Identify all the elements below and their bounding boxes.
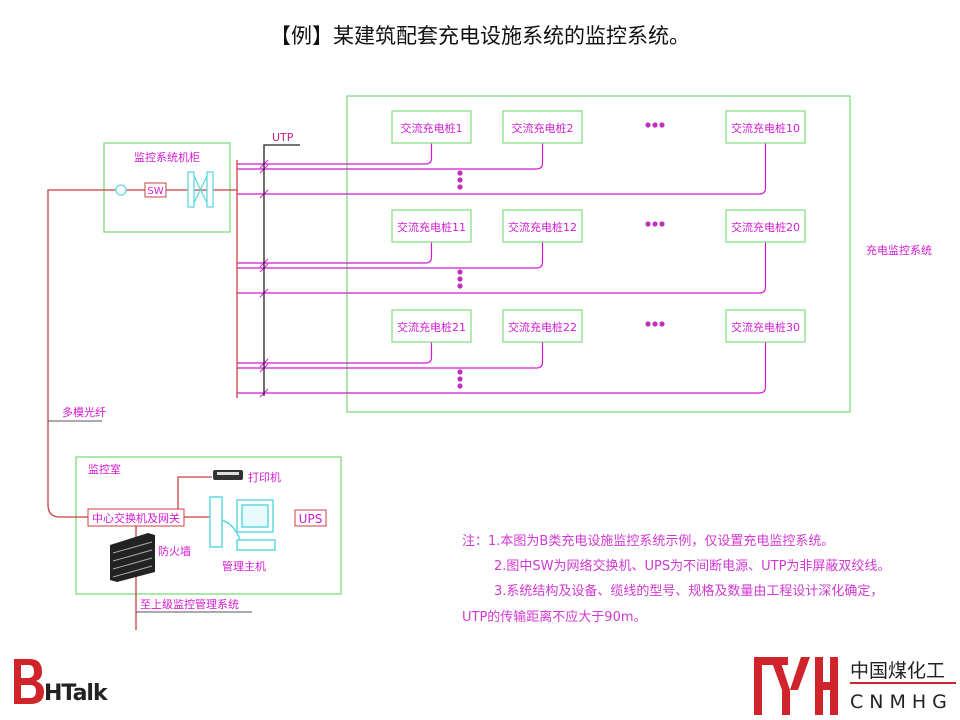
charger-row: 交流充电桩11 交流充电桩12 交流充电桩20: [237, 209, 806, 298]
ups-box: [294, 509, 327, 527]
utp-cable: [237, 143, 767, 195]
note-4: UTP的传输距离不应大于90m。: [462, 609, 647, 625]
ellipsis-dot: [457, 283, 463, 289]
charger-label: 交流充电桩21: [397, 320, 466, 334]
ellipsis-dot: [457, 369, 463, 375]
center-switch: [87, 508, 185, 527]
uplink-label: 至上级监控管理系统: [140, 597, 239, 611]
center-switch-label: 中心交换机及网关: [92, 511, 180, 525]
ellipsis-dot: [659, 221, 665, 227]
printer-label: 打印机: [248, 470, 281, 484]
charger-box: [725, 209, 806, 243]
note-2: 2.图中SW为网络交换机、UPS为不间断电源、UTP为非屏蔽双绞线。: [494, 558, 890, 574]
computer-icon: [209, 496, 276, 551]
utp-cable: [237, 242, 544, 269]
note-1: 注：1.本图为B类充电设施监控系统示例，仅设置充电监控系统。: [462, 533, 834, 549]
charger-label: 交流充电桩2: [512, 121, 574, 135]
bhtalk-logo: HTalk: [14, 659, 110, 706]
ellipsis-dot: [652, 122, 658, 128]
ellipsis-dot: [652, 321, 658, 327]
charger-box: [391, 309, 472, 343]
ellipsis-dot: [457, 383, 463, 389]
charger-rows: 交流充电桩1 交流充电桩2 交流充电桩10 交流充电桩11 交流充电桩12 交流充电桩20…: [237, 110, 806, 398]
ellipsis-dot: [659, 122, 665, 128]
cnmhg-en: CNMHG: [850, 691, 953, 713]
ellipsis-dot: [645, 321, 651, 327]
charger-box: [502, 110, 583, 144]
charger-box: [502, 209, 583, 243]
ellipsis-dot: [457, 170, 463, 176]
fiber-line: [47, 189, 237, 505]
utp-cable: [237, 143, 544, 170]
page-title: 【例】某建筑配套充电设施系统的监控系统。: [270, 24, 690, 48]
charger-row: 交流充电桩1 交流充电桩2 交流充电桩10: [237, 110, 806, 199]
charger-label: 交流充电桩30: [731, 320, 800, 334]
firewall-label: 防火墙: [158, 544, 191, 558]
firewall-icon: [110, 533, 155, 582]
cnmhg-cn: 中国煤化工: [850, 660, 945, 682]
charger-label: 交流充电桩10: [731, 121, 800, 135]
charger-box: [391, 110, 472, 144]
cabinet-switch-label: SW: [147, 186, 163, 197]
cabinet-label: 监控系统机柜: [134, 150, 200, 164]
ellipsis-dot: [645, 122, 651, 128]
charger-box: [725, 309, 806, 343]
ups-label: UPS: [299, 512, 323, 526]
charger-label: 交流充电桩20: [731, 220, 800, 234]
charger-label: 交流充电桩11: [397, 220, 466, 234]
note-3: 3.系统结构及设备、缆线的型号、规格及数量由工程设计深化确定，: [494, 583, 883, 599]
ellipsis-dot: [457, 376, 463, 382]
utp-cable: [237, 342, 433, 364]
utp-cable: [237, 143, 433, 165]
cabinet-switch: [144, 182, 167, 198]
ellipsis-dot: [457, 177, 463, 183]
ellipsis-dot: [457, 276, 463, 282]
host-label: 管理主机: [222, 559, 266, 573]
ellipsis-dot: [457, 184, 463, 190]
utp-cable: [237, 242, 433, 264]
charger-box: [502, 309, 583, 343]
charger-label: 交流充电桩12: [508, 220, 577, 234]
converter-icon: [115, 184, 127, 196]
charging-system-box: [346, 95, 851, 413]
charger-label: 交流充电桩22: [508, 320, 577, 334]
utp-cable: [237, 342, 767, 394]
ellipsis-dot: [652, 221, 658, 227]
printer-icon: [213, 470, 243, 480]
ellipsis-dot: [645, 221, 651, 227]
ellipsis-dot: [457, 269, 463, 275]
charger-box: [725, 110, 806, 144]
charging-system-label: 充电监控系统: [866, 243, 932, 257]
cabinet-box: [103, 142, 231, 233]
charger-label: 交流充电桩1: [401, 121, 463, 135]
svg-text:HTalk: HTalk: [44, 681, 109, 706]
charger-box: [391, 209, 472, 243]
ellipsis-dot: [659, 321, 665, 327]
utp-cable: [237, 342, 544, 369]
fiber-label: 多模光纤: [62, 405, 106, 419]
utp-bus: [263, 144, 300, 396]
utp-cable: [237, 242, 767, 294]
monitor-room-box: [75, 456, 342, 595]
utp-label: UTP: [272, 131, 294, 144]
monitor-room-label: 监控室: [88, 462, 121, 476]
fiber-line-end: [47, 504, 88, 518]
charger-row: 交流充电桩21 交流充电桩22 交流充电桩30: [237, 309, 806, 398]
cnmhg-logo: [754, 657, 956, 715]
patch-panel-icon: [187, 171, 214, 208]
